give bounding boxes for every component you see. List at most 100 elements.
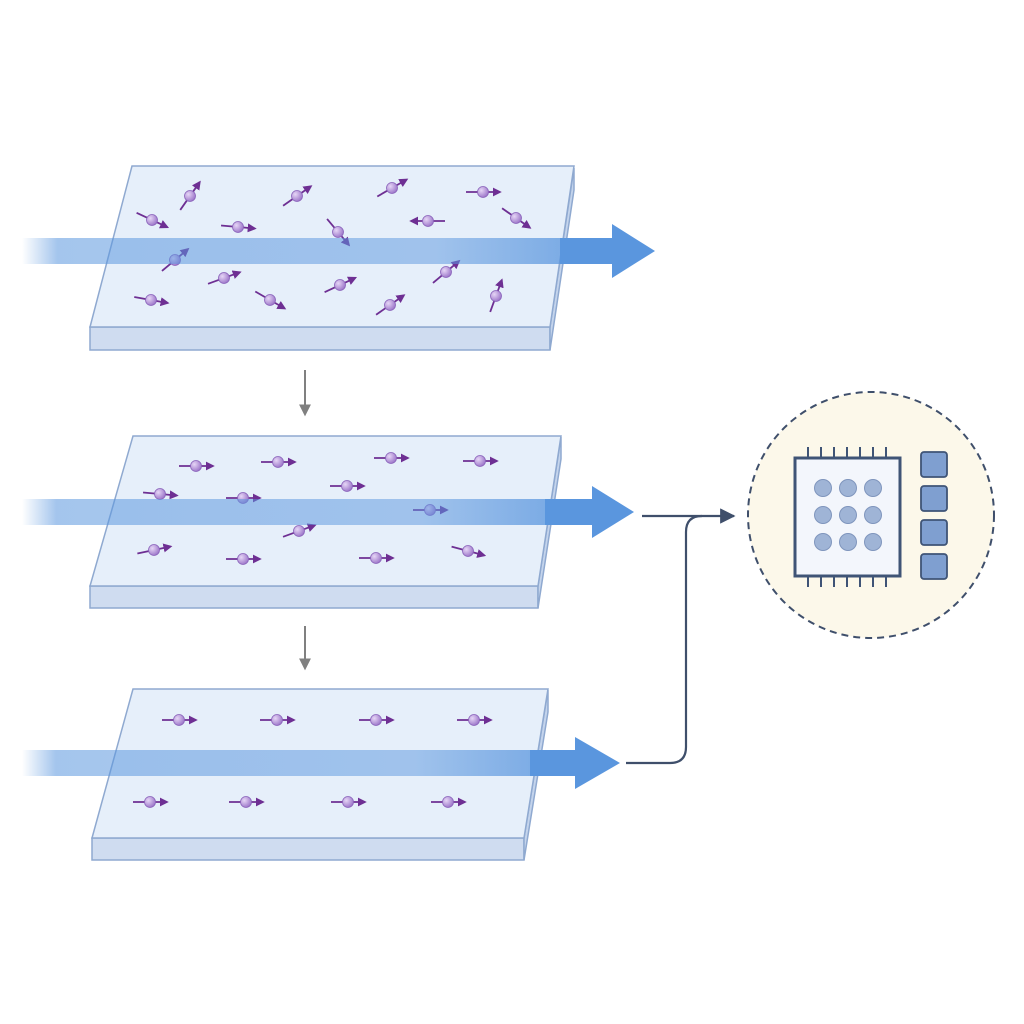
spin-ball	[386, 182, 398, 194]
chip-dot	[839, 533, 857, 551]
beam-2	[22, 486, 634, 538]
beam-3-arrowhead	[530, 737, 620, 789]
spin-particle	[330, 480, 366, 492]
chip-pads	[920, 451, 948, 580]
spin-ball	[474, 455, 486, 467]
spin-particle	[133, 796, 169, 808]
spin-particle	[282, 185, 313, 207]
chip-dot	[839, 506, 857, 524]
spin-ball	[237, 553, 249, 565]
spin-particle	[451, 545, 487, 558]
chip-pad	[920, 553, 948, 580]
spin-ball	[332, 226, 344, 238]
spin-ball	[272, 456, 284, 468]
spin-particle	[260, 714, 296, 726]
spin-particle	[207, 270, 242, 285]
spin-ball	[148, 544, 160, 556]
chip-dots	[814, 479, 882, 551]
spin-particle	[324, 276, 358, 294]
chip-dot	[814, 533, 832, 551]
spin-particle	[466, 186, 502, 198]
spin-particle	[409, 215, 445, 227]
spin-particle	[226, 553, 262, 565]
spin-particle	[457, 714, 493, 726]
spin-particle	[376, 178, 409, 198]
spin-particle	[282, 523, 317, 538]
layer-3-spins	[133, 714, 493, 808]
spin-particle	[137, 543, 173, 556]
spin-particle	[142, 488, 179, 500]
layer-1-edge	[89, 326, 551, 351]
connector-line-lower	[626, 514, 703, 765]
spin-ball	[173, 714, 185, 726]
spin-ball	[293, 525, 305, 537]
spin-ball	[510, 212, 522, 224]
chip-dot	[864, 479, 882, 497]
spin-particle	[261, 456, 297, 468]
chip-pad	[920, 451, 948, 478]
chip-dot	[839, 479, 857, 497]
spin-particle	[179, 460, 215, 472]
spin-particle	[374, 452, 410, 464]
chip-dot	[814, 479, 832, 497]
beam-1	[22, 224, 655, 278]
spin-ball	[384, 299, 396, 311]
spin-ball	[442, 796, 454, 808]
spin-ball	[154, 488, 166, 500]
spin-ball	[490, 290, 502, 302]
spin-particle	[375, 294, 406, 316]
spin-ball	[462, 545, 474, 557]
spin-ball	[190, 460, 202, 472]
spin-ball	[334, 279, 346, 291]
chip-pins	[807, 447, 887, 587]
spin-particle	[220, 221, 257, 233]
spin-ball	[468, 714, 480, 726]
spin-particle	[489, 278, 504, 313]
spin-ball	[184, 190, 196, 202]
spin-ball	[477, 186, 489, 198]
layer-3-edge	[91, 837, 525, 861]
spin-particle	[136, 211, 170, 229]
beam-1-band	[22, 238, 612, 264]
spin-ball	[341, 480, 353, 492]
spin-ball	[144, 796, 156, 808]
beam-3-band	[22, 750, 582, 776]
spin-ball	[422, 215, 434, 227]
spin-ball	[291, 190, 303, 202]
spin-particle	[229, 796, 265, 808]
spin-particle	[431, 796, 467, 808]
layer-2-edge	[89, 585, 539, 609]
spin-particle	[432, 259, 461, 284]
chip-dot	[814, 506, 832, 524]
spin-ball	[232, 221, 244, 233]
beam-1-arrowhead	[560, 224, 655, 278]
chip-pad	[920, 485, 948, 512]
spin-ball	[370, 714, 382, 726]
spin-particle	[359, 552, 395, 564]
spin-ball	[145, 294, 157, 306]
spin-particle	[254, 290, 287, 310]
spin-ball	[218, 272, 230, 284]
spin-ball	[271, 714, 283, 726]
spin-particle	[179, 180, 201, 211]
spin-particle	[331, 796, 367, 808]
beam-2-band	[22, 499, 592, 525]
chip-dot	[864, 533, 882, 551]
spin-particle	[359, 714, 395, 726]
beam-2-arrowhead	[545, 486, 634, 538]
output-device	[747, 391, 995, 639]
chip-dot	[864, 506, 882, 524]
chip-pad	[920, 519, 948, 546]
spin-ball	[385, 452, 397, 464]
spin-ball	[240, 796, 252, 808]
spin-particle	[162, 714, 198, 726]
output-connector	[626, 508, 736, 765]
spin-ball	[264, 294, 276, 306]
spin-particle	[134, 294, 170, 307]
spin-ball	[342, 796, 354, 808]
spin-ball	[370, 552, 382, 564]
spin-particle	[501, 207, 532, 229]
beam-3	[22, 737, 620, 789]
